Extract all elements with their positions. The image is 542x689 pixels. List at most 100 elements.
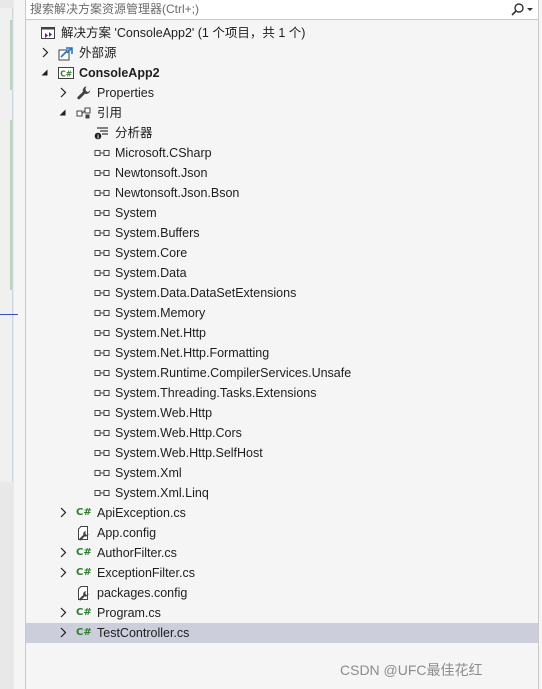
assembly-reference-icon — [94, 305, 110, 321]
tree-item-reference[interactable]: System.Web.Http.Cors — [26, 423, 538, 443]
assembly-reference-icon — [94, 285, 110, 301]
tree-item-reference[interactable]: System.Web.Http — [26, 403, 538, 423]
tree-item-file[interactable]: C#AuthorFilter.cs — [26, 543, 538, 563]
tree-item-solution[interactable]: 解决方案 'ConsoleApp2' (1 个项目，共 1 个) — [26, 23, 538, 43]
tree-item-file[interactable]: App.config — [26, 523, 538, 543]
tree-item-label: 外部源 — [79, 46, 117, 60]
search-input[interactable] — [30, 1, 500, 17]
assembly-reference-icon — [94, 165, 110, 181]
collapse-arrow-icon[interactable] — [39, 63, 51, 83]
tree-item-reference[interactable]: System.Threading.Tasks.Extensions — [26, 383, 538, 403]
expand-arrow-icon[interactable] — [57, 603, 69, 623]
assembly-reference-icon — [94, 425, 110, 441]
tree-item-reference[interactable]: System.Runtime.CompilerServices.Unsafe — [26, 363, 538, 383]
tree-item-reference[interactable]: System.Data.DataSetExtensions — [26, 283, 538, 303]
assembly-reference-icon — [94, 185, 110, 201]
tree-item-reference[interactable]: System.Data — [26, 263, 538, 283]
solution-explorer-panel: 解决方案 'ConsoleApp2' (1 个项目，共 1 个) 外部源 C#Con… — [25, 0, 539, 689]
assembly-reference-icon — [94, 445, 110, 461]
tree-item-label: Program.cs — [97, 606, 161, 620]
svg-text:C#: C# — [60, 69, 72, 78]
assembly-reference-icon — [94, 145, 110, 161]
tree-item-reference[interactable]: System.Buffers — [26, 223, 538, 243]
assembly-reference-icon — [94, 225, 110, 241]
tree-item-label: ApiException.cs — [97, 506, 186, 520]
tree-item-label: 分析器 — [115, 126, 153, 140]
expand-arrow-icon[interactable] — [39, 43, 51, 63]
assembly-reference-icon — [94, 265, 110, 281]
tree-item-label: System.Web.Http.SelfHost — [115, 446, 263, 460]
tree-item-label: ExceptionFilter.cs — [97, 566, 195, 580]
tree-item-label: System.Data — [115, 266, 187, 280]
expand-arrow-icon[interactable] — [57, 563, 69, 583]
expand-arrow-icon[interactable] — [57, 503, 69, 523]
tree-item-label: System.Web.Http.Cors — [115, 426, 242, 440]
assembly-reference-icon — [94, 345, 110, 361]
assembly-reference-icon — [94, 485, 110, 501]
tree-item-label: Newtonsoft.Json — [115, 166, 208, 180]
tree-item-label: System.Web.Http — [115, 406, 213, 420]
tree-item-reference[interactable]: System.Xml — [26, 463, 538, 483]
assembly-reference-icon — [94, 205, 110, 221]
tree-item-reference[interactable]: System.Net.Http — [26, 323, 538, 343]
tree-item-external-sources[interactable]: 外部源 — [26, 43, 538, 63]
search-box — [26, 0, 538, 20]
tree-item-references[interactable]: 引用 — [26, 103, 538, 123]
tree-item-reference[interactable]: System.Memory — [26, 303, 538, 323]
tree-item-reference[interactable]: Microsoft.CSharp — [26, 143, 538, 163]
assembly-reference-icon — [94, 465, 110, 481]
references-icon — [76, 105, 92, 121]
tree-item-label: System.Memory — [115, 306, 206, 320]
expand-arrow-icon[interactable] — [57, 623, 69, 643]
tree-item-label: System.Xml — [115, 466, 182, 480]
csharp-project-icon: C# — [58, 65, 74, 81]
tree-item-reference[interactable]: System.Web.Http.SelfHost — [26, 443, 538, 463]
expand-arrow-icon[interactable] — [57, 83, 69, 103]
config-file-icon — [76, 525, 92, 541]
tree-item-label: TestController.cs — [97, 626, 190, 640]
config-file-icon — [76, 585, 92, 601]
tree-item-label: System.Net.Http.Formatting — [115, 346, 270, 360]
left-docked-panel-strip — [0, 0, 14, 689]
assembly-reference-icon — [94, 245, 110, 261]
tree-item-reference[interactable]: Newtonsoft.Json.Bson — [26, 183, 538, 203]
assembly-reference-icon — [94, 325, 110, 341]
left-panel-marker — [0, 314, 18, 315]
collapse-arrow-icon[interactable] — [57, 103, 69, 123]
tree-item-label: 引用 — [97, 106, 123, 120]
tree-item-label: packages.config — [97, 586, 188, 600]
search-icon[interactable] — [509, 1, 537, 18]
expand-arrow-icon[interactable] — [57, 543, 69, 563]
left-panel-accent — [10, 120, 12, 290]
tree-item-reference[interactable]: System.Xml.Linq — [26, 483, 538, 503]
tree-item-file[interactable]: C# ExceptionFilter.cs — [26, 563, 538, 583]
tree-item-file[interactable]: C# TestController.cs — [26, 623, 538, 643]
tree-item-label: System.Buffers — [115, 226, 200, 240]
tree-item-file[interactable]: packages.config — [26, 583, 538, 603]
tree-item-reference[interactable]: System.Net.Http.Formatting — [26, 343, 538, 363]
tree-item-reference[interactable]: System — [26, 203, 538, 223]
tree-item-project[interactable]: C#ConsoleApp2 — [26, 63, 538, 83]
tree-item-label: App.config — [97, 526, 157, 540]
csharp-file-icon: C# — [76, 507, 92, 518]
analyzer-icon: i — [94, 125, 110, 141]
tree-item-file[interactable]: C# Program.cs — [26, 603, 538, 623]
tree-item-reference[interactable]: Newtonsoft.Json — [26, 163, 538, 183]
tree-item-label: System.Data.DataSetExtensions — [115, 286, 297, 300]
solution-icon — [40, 25, 56, 41]
tree-item-label: AuthorFilter.cs — [97, 546, 177, 560]
csharp-file-icon: C# — [76, 607, 92, 618]
tree-item-file[interactable]: C# ApiException.cs — [26, 503, 538, 523]
tree-item-analyzers[interactable]: i 分析器 — [26, 123, 538, 143]
csharp-file-icon: C# — [76, 567, 92, 578]
external-source-icon — [58, 45, 74, 61]
left-panel-edge — [0, 8, 13, 482]
tree-item-label: 解决方案 'ConsoleApp2' (1 个项目，共 1 个) — [61, 26, 306, 40]
tree-item-label: Newtonsoft.Json.Bson — [115, 186, 240, 200]
tree-item-properties[interactable]: Properties — [26, 83, 538, 103]
tree-item-reference[interactable]: System.Core — [26, 243, 538, 263]
csharp-file-icon: C# — [76, 627, 92, 638]
assembly-reference-icon — [94, 405, 110, 421]
wrench-icon — [76, 85, 92, 101]
tree-item-label: System.Core — [115, 246, 188, 260]
